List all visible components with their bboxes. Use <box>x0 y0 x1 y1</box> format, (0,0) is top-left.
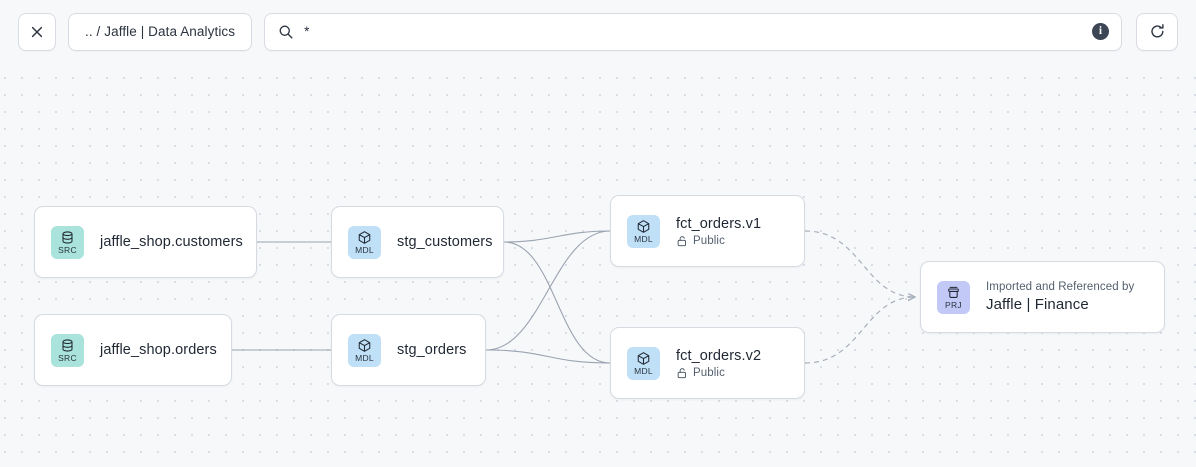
cube-icon <box>637 219 650 233</box>
node-src-customers[interactable]: SRC jaffle_shop.customers <box>34 206 257 278</box>
badge-src: SRC <box>51 225 84 259</box>
cube-icon <box>358 338 371 352</box>
badge-prj: PRJ <box>937 280 970 314</box>
project-box-icon <box>948 286 959 298</box>
node-stg-orders[interactable]: MDL stg_orders <box>331 314 486 386</box>
node-title: jaffle_shop.customers <box>100 234 243 250</box>
search-input[interactable] <box>304 24 1082 39</box>
cube-icon <box>637 351 650 365</box>
unlock-icon <box>677 367 686 378</box>
node-title: fct_orders.v2 <box>676 347 762 364</box>
badge-label: SRC <box>58 352 77 363</box>
badge-mdl: MDL <box>348 333 381 367</box>
node-body: stg_orders <box>397 342 467 358</box>
edge-fct-v1-to-project <box>804 230 915 297</box>
node-fct-orders-v2[interactable]: MDL fct_orders.v2 Public <box>610 327 805 399</box>
info-icon[interactable]: i <box>1092 23 1109 40</box>
edge-stg-orders-to-fct-v1 <box>485 230 611 351</box>
edge-stg-orders-to-fct-v2 <box>485 349 611 364</box>
search-icon <box>279 25 293 39</box>
access-label: Public <box>693 234 725 247</box>
node-src-orders[interactable]: SRC jaffle_shop.orders <box>34 314 232 386</box>
node-title: fct_orders.v1 <box>676 215 762 232</box>
node-fct-orders-v1[interactable]: MDL fct_orders.v1 Public <box>610 195 805 267</box>
badge-src: SRC <box>51 333 84 367</box>
badge-mdl: MDL <box>627 346 660 380</box>
node-project-jaffle-finance[interactable]: PRJ Imported and Referenced by Jaffle | … <box>920 261 1165 333</box>
database-icon <box>62 231 73 244</box>
badge-mdl: MDL <box>627 214 660 248</box>
close-icon <box>31 26 43 37</box>
close-button[interactable] <box>18 12 56 51</box>
edge-stg-customers-to-fct-v2 <box>503 241 611 364</box>
node-body: stg_customers <box>397 234 493 250</box>
node-title: stg_customers <box>397 234 493 250</box>
project-name: Jaffle | Finance <box>986 296 1089 313</box>
access-label: Public <box>693 366 725 379</box>
badge-label: MDL <box>634 233 653 244</box>
unlock-icon <box>677 235 686 246</box>
top-toolbar: .. / Jaffle | Data Analytics i <box>0 0 1196 63</box>
badge-label: PRJ <box>945 299 962 310</box>
badge-mdl: MDL <box>348 225 381 259</box>
badge-label: MDL <box>355 352 374 363</box>
badge-label: MDL <box>355 244 374 255</box>
search-bar[interactable]: i <box>264 12 1122 51</box>
node-stg-customers[interactable]: MDL stg_customers <box>331 206 504 278</box>
breadcrumb[interactable]: .. / Jaffle | Data Analytics <box>68 12 253 51</box>
node-body: fct_orders.v1 Public <box>676 216 761 247</box>
node-access: Public <box>676 367 761 379</box>
node-body: Imported and Referenced by Jaffle | Fina… <box>986 281 1134 313</box>
node-access: Public <box>676 235 761 247</box>
node-body: jaffle_shop.orders <box>100 342 217 358</box>
refresh-button[interactable] <box>1136 12 1178 51</box>
cube-icon <box>358 230 371 244</box>
badge-label: SRC <box>58 244 77 255</box>
project-caption: Imported and Referenced by <box>986 281 1135 293</box>
node-body: jaffle_shop.customers <box>100 234 243 250</box>
edge-fct-v2-to-project <box>804 297 915 364</box>
refresh-icon <box>1150 24 1164 38</box>
node-body: fct_orders.v2 Public <box>676 348 761 379</box>
edge-stg-customers-to-fct-v1 <box>503 230 611 243</box>
database-icon <box>62 339 73 352</box>
node-title: stg_orders <box>397 342 467 358</box>
node-title: jaffle_shop.orders <box>100 342 217 358</box>
badge-label: MDL <box>634 365 653 376</box>
